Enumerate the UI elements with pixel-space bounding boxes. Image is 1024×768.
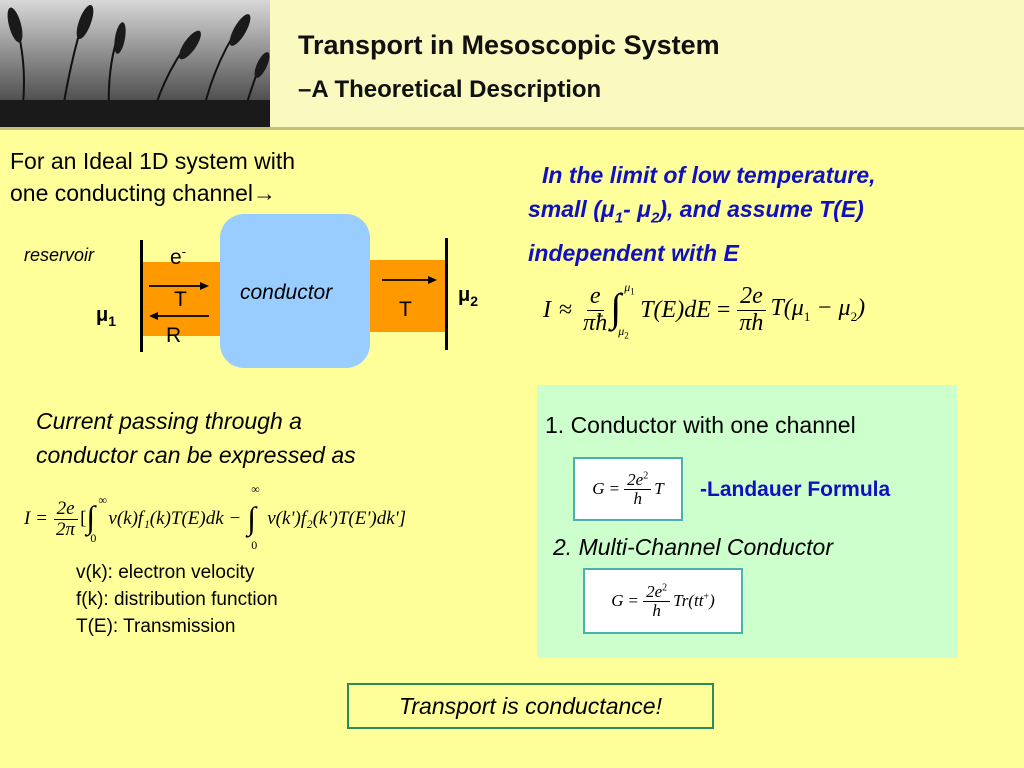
header-band xyxy=(270,0,1024,127)
left-lead xyxy=(140,262,225,336)
page-title: Transport in Mesoscopic System xyxy=(298,30,720,60)
reservoir-label: reservoir xyxy=(24,245,95,265)
left-reservoir-wall xyxy=(140,240,143,352)
right-transmission-label: T xyxy=(399,298,412,321)
integral-0-to-infinity-1: ∫ ∞ 0 xyxy=(86,493,107,545)
header-divider xyxy=(0,127,1024,130)
left-transmission-label: T xyxy=(174,288,187,311)
definition-distribution: f(k): distribution function xyxy=(76,589,278,610)
variable-definitions: v(k): electron velocity f(k): distributi… xyxy=(76,559,278,640)
mu-2-label: μ2 xyxy=(458,284,479,309)
reflection-label: R xyxy=(166,324,182,347)
header-wheat-photo xyxy=(0,0,270,127)
limit-line-2: small (μ1- μ2), and assume T(E) xyxy=(528,196,864,227)
electron-label: e- xyxy=(170,244,187,269)
conductor-block xyxy=(220,214,370,368)
transmission-reflection-arrows xyxy=(149,282,209,320)
right-transmission-arrow xyxy=(382,276,437,284)
low-temperature-note: In the limit of low temperature, small (… xyxy=(528,158,876,270)
wheat-silhouette-image xyxy=(0,4,270,127)
single-channel-heading: 1. Conductor with one channel xyxy=(545,412,856,438)
intro-line-2: one conducting channel→ xyxy=(10,180,276,206)
conductor-label: conductor xyxy=(240,281,333,304)
page-subtitle: –A Theoretical Description xyxy=(298,76,602,103)
limit-line-3: independent with E xyxy=(528,239,739,266)
multi-channel-heading: 2. Multi-Channel Conductor xyxy=(553,534,833,560)
current-line-1: Current passing through a xyxy=(36,408,302,434)
right-reservoir-wall xyxy=(445,238,448,350)
definition-transmission: T(E): Transmission xyxy=(76,616,236,637)
integral-0-to-infinity-2: ∞ ∫ 0 xyxy=(247,482,260,552)
diagram-intro: For an Ideal 1D system with one conducti… xyxy=(10,145,295,209)
mu-1-label: μ1 xyxy=(96,304,117,329)
conclusion-box: Transport is conductance! xyxy=(347,683,714,729)
landauer-formula-label: -Landauer Formula xyxy=(700,478,891,501)
definition-velocity: v(k): electron velocity xyxy=(76,562,255,583)
right-lead xyxy=(368,260,446,332)
intro-line-1: For an Ideal 1D system with xyxy=(10,148,296,174)
right-arrow-icon: → xyxy=(252,180,276,206)
current-line-2: conductor can be expressed as xyxy=(36,442,356,468)
limit-line-1: In the limit of low temperature, xyxy=(542,162,876,188)
integral-mu2-to-mu1: ∫ μ1 μ2 xyxy=(610,280,635,341)
current-expression-note: Current passing through a conductor can … xyxy=(36,404,356,472)
